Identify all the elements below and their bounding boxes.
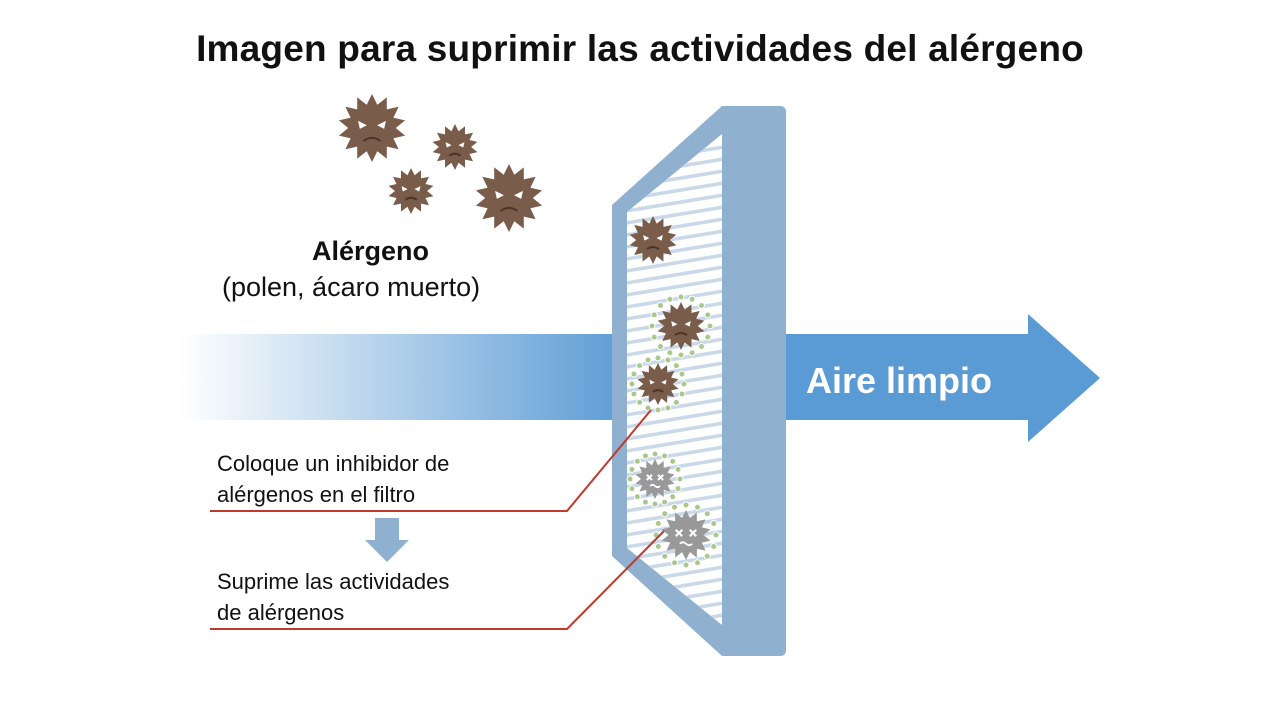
filter-slat <box>627 420 722 442</box>
filter-slat <box>627 276 722 298</box>
note-inhibitor: Coloque un inhibidor de alérgenos en el … <box>217 448 449 510</box>
allergen-active-icon <box>629 216 677 264</box>
filter-slat <box>627 504 722 526</box>
filter-slat <box>627 372 722 394</box>
leader-line-inhibitor <box>210 409 652 512</box>
allergen-inhibited-icon <box>628 354 688 414</box>
captured-allergens <box>626 216 720 569</box>
allergen-inactive-icon <box>626 450 684 508</box>
clean-air-label: Aire limpio <box>806 360 993 401</box>
allergen-inhibited-icon <box>648 293 714 359</box>
filter <box>612 106 786 656</box>
filter-slat <box>627 264 722 286</box>
note-suppress: Suprime las actividades de alérgenos <box>217 566 449 628</box>
allergen-active-icon <box>475 164 543 232</box>
filter-slat <box>627 288 722 310</box>
allergen-active-icon <box>432 124 478 170</box>
note-suppress-line1: Suprime las actividades <box>217 569 450 594</box>
allergen-active-icon <box>338 94 406 162</box>
note-suppress-line2: de alérgenos <box>217 600 345 625</box>
filter-slat <box>627 468 722 490</box>
note-inhibitor-line1: Coloque un inhibidor de <box>217 451 450 476</box>
allergen-label: Alérgeno <box>312 236 430 266</box>
note-inhibitor-line2: alérgenos en el filtro <box>217 482 416 507</box>
filter-slat <box>627 360 722 382</box>
filter-slat <box>627 432 722 454</box>
allergen-inactive-icon <box>652 501 720 569</box>
process-down-arrow <box>365 518 409 562</box>
floating-allergens <box>338 94 543 232</box>
leader-line-suppress <box>210 530 665 630</box>
filter-slat <box>627 240 722 262</box>
diagram-title: Imagen para suprimir las actividades del… <box>196 28 1084 69</box>
filter-slat <box>627 204 722 226</box>
filter-slat <box>627 336 722 358</box>
filter-slat <box>627 192 722 214</box>
allergen-active-icon <box>388 168 434 214</box>
filter-slat <box>627 396 722 418</box>
clean-air-arrow <box>784 314 1100 442</box>
filter-slat <box>627 456 722 478</box>
allergen-examples: (polen, ácaro muerto) <box>222 272 481 302</box>
filter-slat <box>627 252 722 274</box>
filter-slat <box>627 492 722 514</box>
incoming-air-band <box>180 334 630 420</box>
